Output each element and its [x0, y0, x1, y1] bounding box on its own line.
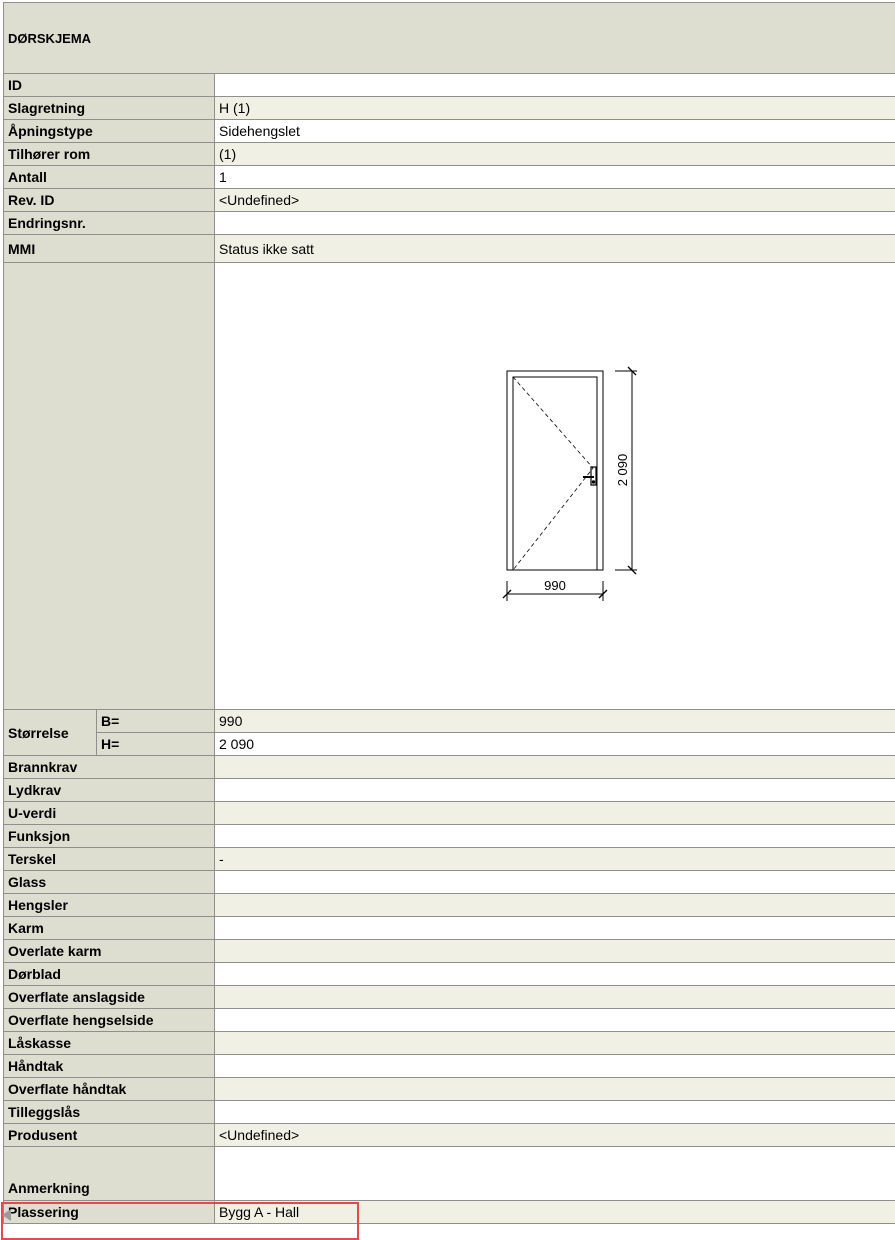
row-value[interactable] [213, 962, 895, 986]
row-value[interactable] [213, 1054, 895, 1078]
scroll-left-arrow-icon[interactable] [2, 1209, 11, 1221]
width-dimension-text: 990 [544, 578, 566, 593]
row-label: U-verdi [3, 801, 215, 825]
row-label: ID [3, 73, 215, 97]
row-label: Brannkrav [3, 755, 215, 779]
row-value[interactable] [213, 73, 895, 97]
row-label: Overflate anslagside [3, 985, 215, 1009]
height-dim-tick-top [627, 366, 637, 376]
row-value[interactable]: 1 [213, 165, 895, 189]
door-frame [506, 370, 604, 571]
row-value[interactable]: <Undefined> [213, 1123, 895, 1147]
width-value[interactable]: 990 [213, 709, 895, 733]
row-value[interactable] [213, 824, 895, 848]
height-value[interactable]: 2 090 [213, 732, 895, 756]
door-drawing-cell: 2 090 990 [213, 262, 895, 710]
row-value[interactable] [213, 939, 895, 963]
row-label: Håndtak [3, 1054, 215, 1078]
remark-value[interactable] [213, 1146, 895, 1201]
row-value[interactable]: Sidehengslet [213, 119, 895, 143]
sheet-title: DØRSKJEMA [2, 2, 895, 74]
row-value[interactable] [213, 1008, 895, 1032]
row-value[interactable] [213, 893, 895, 917]
height-dim-tick-bottom [627, 565, 637, 575]
row-label: Glass [3, 870, 215, 894]
row-value[interactable] [213, 778, 895, 802]
row-label: Lydkrav [3, 778, 215, 802]
row-value[interactable] [213, 1077, 895, 1101]
drawing-label-cell [3, 262, 215, 710]
row-value[interactable] [213, 870, 895, 894]
row-value[interactable]: - [213, 847, 895, 871]
height-label: H= [96, 732, 215, 756]
width-label: B= [96, 709, 215, 733]
row-label: Tilleggslås [3, 1100, 215, 1124]
row-label: Låskasse [3, 1031, 215, 1055]
row-label: Dørblad [3, 962, 215, 986]
width-dim-tick-right [598, 589, 608, 599]
row-label: Rev. ID [3, 188, 215, 212]
placement-label: Plassering [3, 1200, 215, 1224]
row-label: Funksjon [3, 824, 215, 848]
row-label: Hengsler [3, 893, 215, 917]
door-leaf [512, 376, 598, 571]
row-value[interactable]: <Undefined> [213, 188, 895, 212]
row-value[interactable] [213, 801, 895, 825]
row-value[interactable]: H (1) [213, 96, 895, 120]
row-label: Overflate håndtak [3, 1077, 215, 1101]
door-lock-cylinder [591, 480, 596, 484]
door-swing-lines [512, 376, 594, 571]
placement-value[interactable]: Bygg A - Hall [213, 1200, 895, 1224]
row-label: Karm [3, 916, 215, 940]
row-label: Overflate hengselside [3, 1008, 215, 1032]
row-value[interactable] [213, 1031, 895, 1055]
row-value[interactable]: (1) [213, 142, 895, 166]
row-label: Overlate karm [3, 939, 215, 963]
row-value[interactable] [213, 916, 895, 940]
row-label: Endringsnr. [3, 211, 215, 235]
row-label: Terskel [3, 847, 215, 871]
door-elevation-drawing: 2 090 990 [502, 366, 637, 601]
row-value[interactable] [213, 1100, 895, 1124]
row-label: MMI [3, 234, 215, 263]
remark-label: Anmerkning [3, 1146, 215, 1201]
row-label: Tilhører rom [3, 142, 215, 166]
row-label: Åpningstype [3, 119, 215, 143]
row-label: Antall [3, 165, 215, 189]
size-label: Størrelse [3, 709, 97, 756]
row-value[interactable] [213, 211, 895, 235]
height-dimension-text: 2 090 [615, 454, 630, 487]
row-value[interactable] [213, 985, 895, 1009]
row-label: Produsent [3, 1123, 215, 1147]
row-value[interactable] [213, 755, 895, 779]
width-dim-tick-left [502, 589, 512, 599]
row-value[interactable]: Status ikke satt [213, 234, 895, 263]
row-label: Slagretning [3, 96, 215, 120]
